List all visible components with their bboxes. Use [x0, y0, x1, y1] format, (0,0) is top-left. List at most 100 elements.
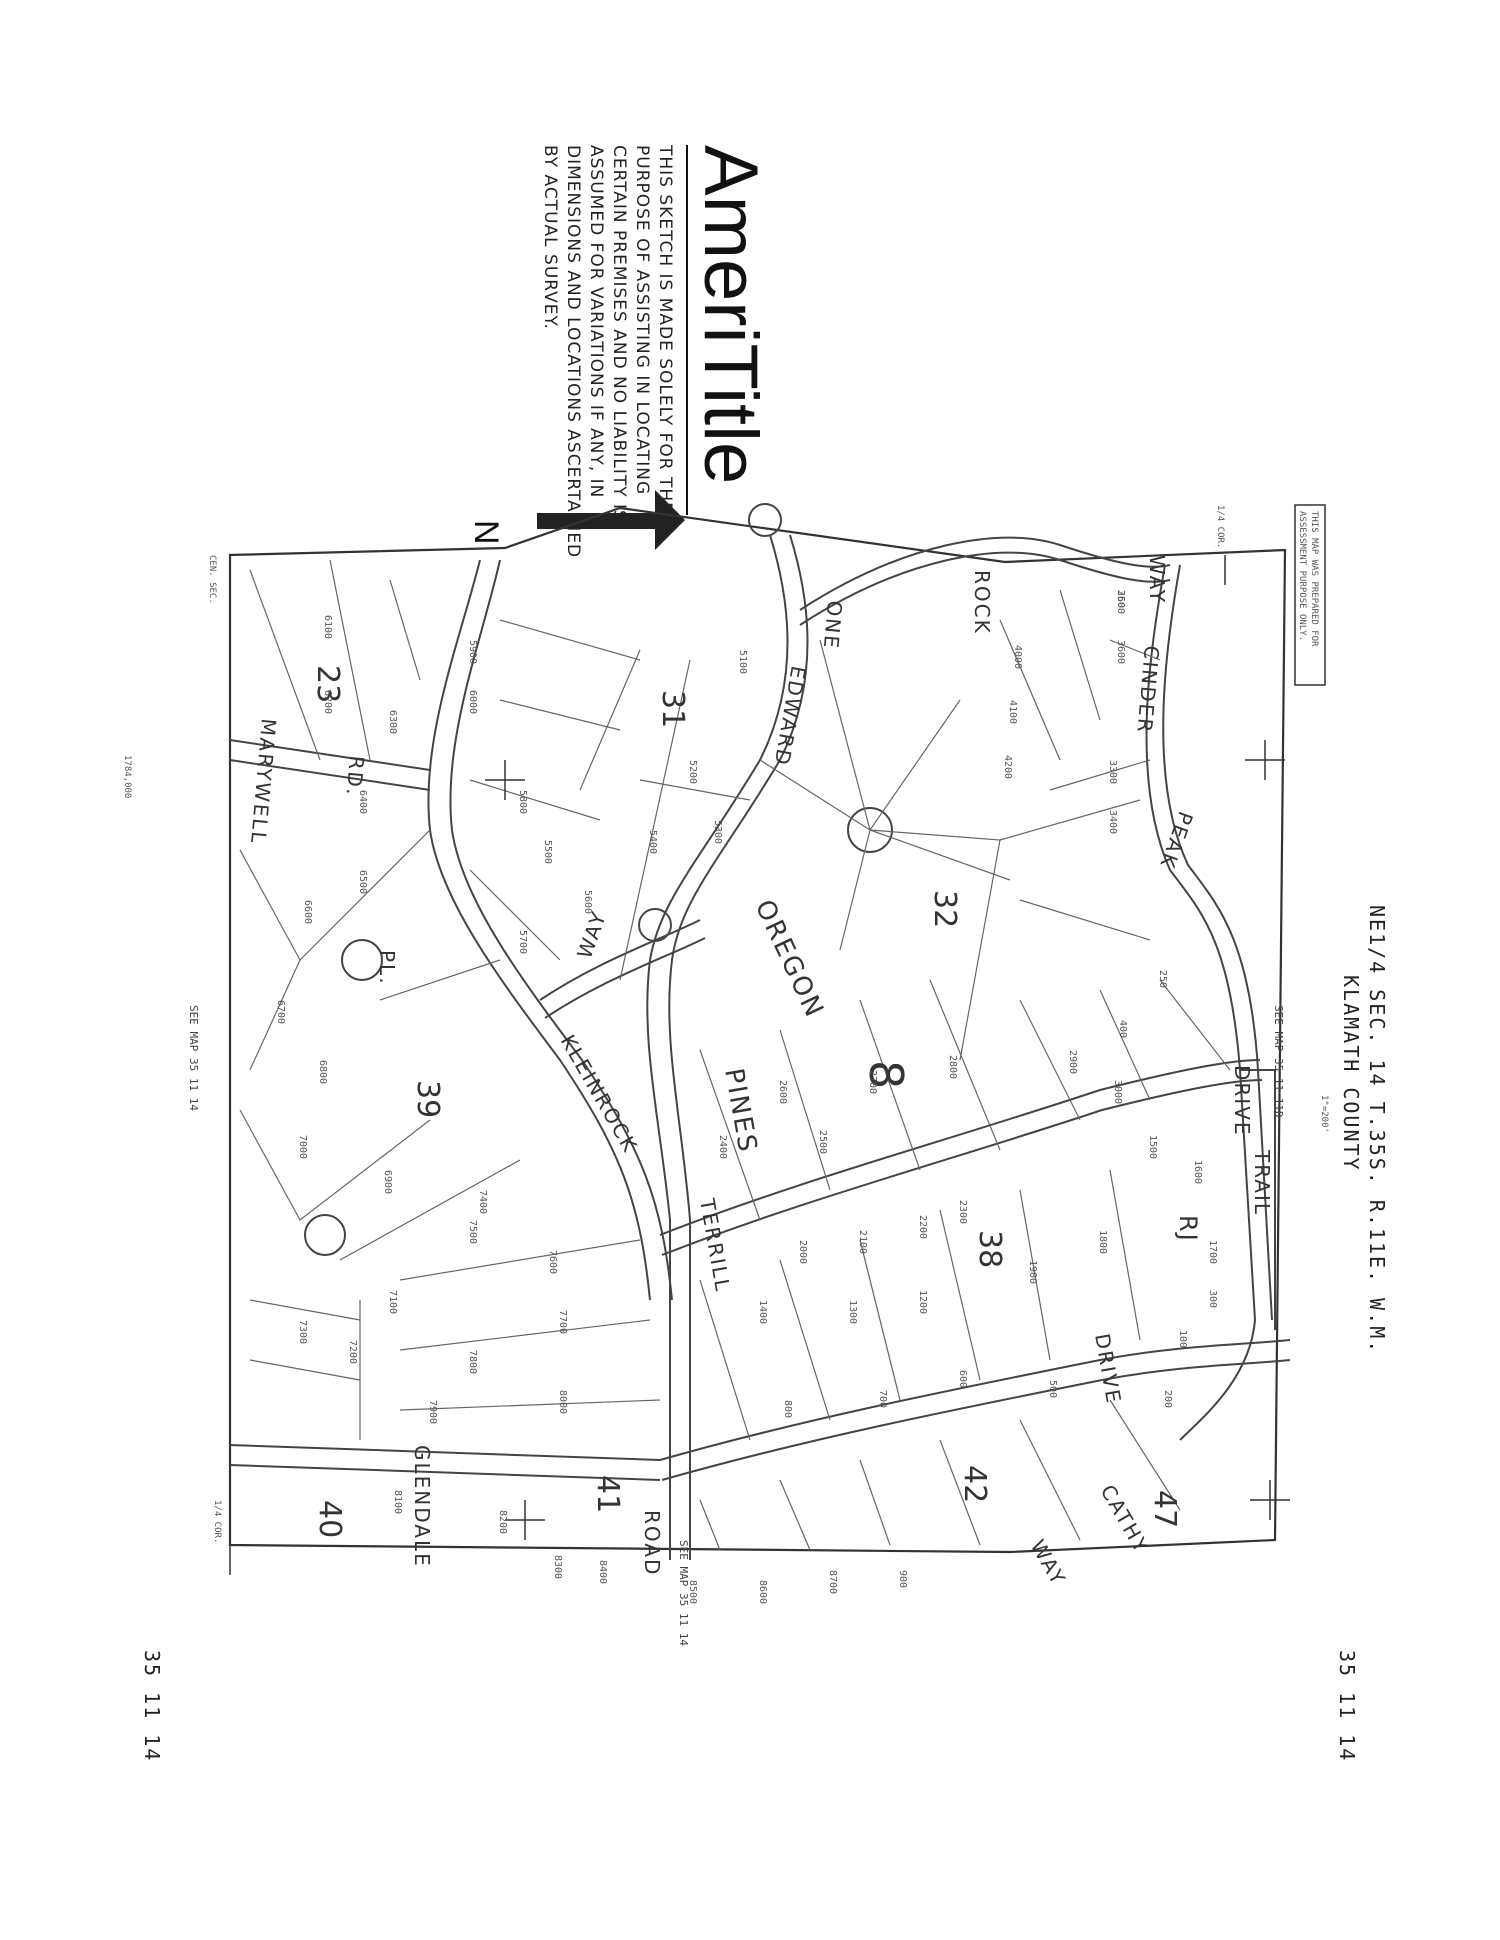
- assessment-note: THIS MAP WAS PREPARED FOR ASSESSMENT PUR…: [1294, 504, 1326, 686]
- lot-number: 1600: [1192, 1160, 1203, 1184]
- amertitle-logo: AmeriTitle: [688, 145, 773, 484]
- lot-number: 600: [957, 1370, 968, 1388]
- svg-text:8: 8: [859, 1060, 913, 1089]
- svg-text:ROAD: ROAD: [640, 1510, 664, 1576]
- lot-number: 800: [782, 1400, 793, 1418]
- lot-number: 7900: [427, 1400, 438, 1424]
- svg-text:THIS SKETCH IS MADE SOLELY FOR: THIS SKETCH IS MADE SOLELY FOR THE: [655, 144, 675, 514]
- street-labels: ONE ROCK WAY CINDER PEAK DRIVE EDWARD OR…: [246, 555, 1274, 1590]
- svg-text:BY ACTUAL SURVEY.: BY ACTUAL SURVEY.: [540, 145, 560, 330]
- map-title: NE1/4 SEC. 14 T.35S. R.11E. W.M.: [1365, 905, 1389, 1354]
- map-scale: 1"=200': [1319, 1095, 1329, 1133]
- lot-number: 3000: [1112, 1080, 1123, 1104]
- cul-de-sac-lower: [304, 1214, 346, 1256]
- lot-number: 7600: [547, 1250, 558, 1274]
- cul-de-sac-sw: [341, 939, 383, 981]
- svg-text:PL.: PL.: [375, 950, 399, 986]
- road-maryweli: [229, 739, 431, 771]
- svg-text:TERRILL: TERRILL: [695, 1196, 735, 1295]
- map-number-right: 35 11 14: [1335, 1650, 1359, 1762]
- lot-number: 7000: [297, 1135, 308, 1159]
- svg-text:RD.: RD.: [341, 755, 369, 799]
- county-title: KLAMATH COUNTY: [1339, 975, 1363, 1172]
- lot-number: 1500: [1147, 1135, 1158, 1159]
- lot-number: 7800: [467, 1350, 478, 1374]
- lot-number: 260: [1115, 590, 1126, 608]
- road-terrill-drive: [659, 1059, 1261, 1236]
- lot-number: 1200: [917, 1290, 928, 1314]
- lot-number: 2600: [777, 1080, 788, 1104]
- quarter-corner-top: 1/4 COR.: [1215, 505, 1225, 548]
- road-edward: [646, 534, 789, 1560]
- lot-number: 2800: [947, 1055, 958, 1079]
- quarter-corner-bottom: 1/4 COR.: [212, 1500, 222, 1543]
- lot-number: 6100: [322, 615, 333, 639]
- svg-text:CINDER: CINDER: [1132, 645, 1164, 736]
- lot-number: 2700: [867, 1070, 878, 1094]
- lot-number: 8300: [552, 1555, 563, 1579]
- north-arrow-icon: [655, 490, 685, 550]
- lot-number: 5800: [517, 790, 528, 814]
- svg-text:GLENDALE: GLENDALE: [410, 1445, 434, 1568]
- svg-text:WAY: WAY: [1026, 1536, 1071, 1590]
- lot-number: 250: [1157, 970, 1168, 988]
- svg-text:WAY: WAY: [1145, 555, 1169, 604]
- svg-text:40: 40: [312, 1500, 347, 1538]
- lot-number: 2200: [917, 1215, 928, 1239]
- lot-number: 6200: [322, 690, 333, 714]
- svg-text:42: 42: [957, 1465, 992, 1503]
- svg-text:31: 31: [655, 690, 690, 728]
- lot-number: 8600: [757, 1580, 768, 1604]
- lot-number: 4000: [1012, 645, 1023, 669]
- lot-number: 5600: [582, 890, 593, 914]
- cul-de-sac-edward: [847, 807, 893, 853]
- lot-number: 6800: [317, 1060, 328, 1084]
- lot-number: 200: [1162, 1390, 1173, 1408]
- svg-text:OREGON: OREGON: [749, 895, 830, 1023]
- lot-number: 3500: [1115, 590, 1126, 614]
- svg-text:DIMENSIONS AND LOCATIONS ASCER: DIMENSIONS AND LOCATIONS ASCERTAINED: [563, 145, 583, 558]
- lot-number: 4100: [1007, 700, 1018, 724]
- road-glendale: [229, 1444, 661, 1461]
- lot-number: 500: [1047, 1380, 1058, 1398]
- svg-text:THIS MAP WAS PREPARED FOR: THIS MAP WAS PREPARED FOR: [1309, 511, 1319, 647]
- lot-number: 2900: [1067, 1050, 1078, 1074]
- lot-number: 8700: [827, 1570, 838, 1594]
- road-one-rock-way: [799, 551, 1171, 626]
- lot-lines: [239, 559, 1231, 1551]
- lot-number: 7200: [347, 1340, 358, 1364]
- lot-number: 6500: [357, 870, 368, 894]
- lot-number: 1400: [757, 1300, 768, 1324]
- lot-number: 6700: [275, 1000, 286, 1024]
- lot-number: 7300: [297, 1320, 308, 1344]
- lot-number: 7400: [477, 1190, 488, 1214]
- lot-number: 2000: [797, 1240, 808, 1264]
- lot-number: 5300: [712, 820, 723, 844]
- block-numbers: 23 31 32 8 38 39 41 42 40 47: [310, 665, 1182, 1538]
- svg-text:EDWARD: EDWARD: [769, 664, 810, 768]
- lot-number: 7700: [557, 1310, 568, 1334]
- corner-marks: [229, 555, 1290, 1575]
- lot-number: 3300: [1107, 760, 1118, 784]
- svg-text:WAY: WAY: [572, 907, 611, 961]
- lot-number: 5500: [542, 840, 553, 864]
- road-lower-drive: [659, 1339, 1291, 1461]
- lot-number: 6400: [357, 790, 368, 814]
- svg-text:DRIVE: DRIVE: [1090, 1332, 1126, 1407]
- svg-text:ONE: ONE: [819, 600, 847, 651]
- road-kleinrock: [427, 559, 651, 1301]
- map-number-left: 35 11 14: [140, 1650, 164, 1762]
- lot-number: 5900: [467, 640, 478, 664]
- lot-number: 1700: [1207, 1240, 1218, 1264]
- lot-number: 5100: [737, 650, 748, 674]
- svg-text:DRIVE: DRIVE: [1230, 1065, 1254, 1137]
- svg-text:ASSESSMENT PURPOSE ONLY.: ASSESSMENT PURPOSE ONLY.: [1297, 511, 1307, 641]
- lot-number: 8400: [597, 1560, 608, 1584]
- lot-number: 8000: [557, 1390, 568, 1414]
- road-oregon-pines-way: [539, 919, 701, 1001]
- road-trail: [1240, 1069, 1276, 1330]
- lot-number: 100: [1177, 1330, 1188, 1348]
- svg-text:38: 38: [972, 1230, 1007, 1268]
- lot-number: 1800: [1097, 1230, 1108, 1254]
